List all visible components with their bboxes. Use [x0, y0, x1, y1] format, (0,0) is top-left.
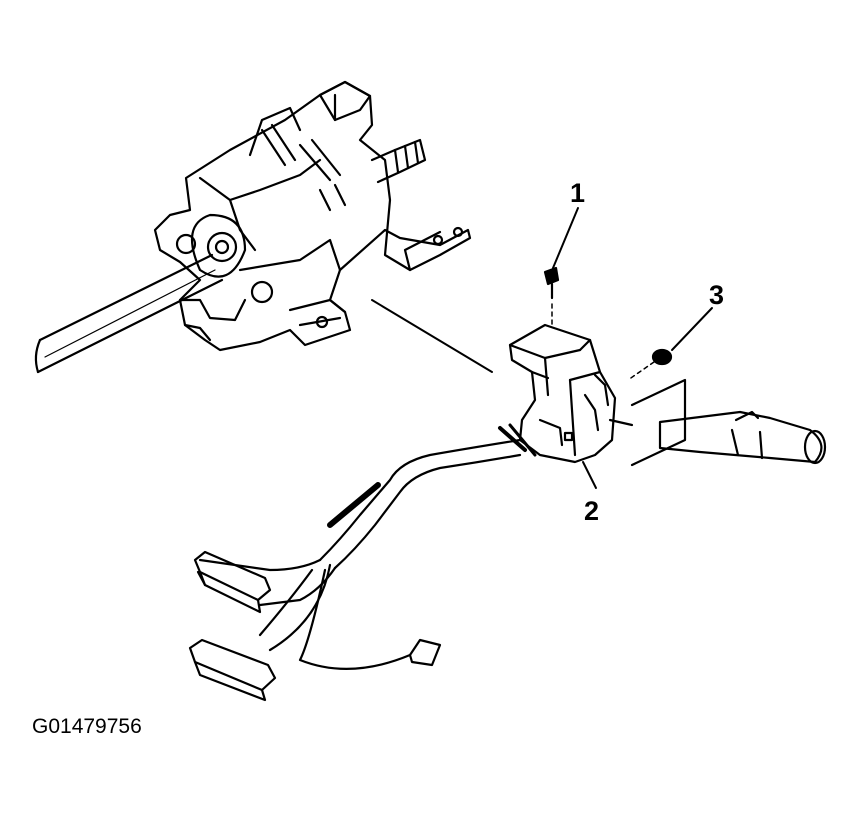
connector-lower — [188, 638, 277, 702]
multifunction-lever — [608, 378, 827, 467]
callout-3: 3 — [709, 280, 725, 310]
connector-upper — [193, 550, 272, 614]
callout-1: 1 — [570, 178, 586, 208]
steering-column-housing — [153, 80, 472, 352]
screw-3 — [627, 307, 713, 381]
steering-shaft — [34, 253, 224, 374]
screw-1 — [543, 207, 579, 326]
wiring-harness — [198, 423, 537, 670]
turn-signal-switch — [508, 323, 617, 489]
leader-line — [371, 299, 493, 373]
figure-id: G01479756 — [32, 715, 142, 738]
callout-2: 2 — [584, 496, 600, 526]
